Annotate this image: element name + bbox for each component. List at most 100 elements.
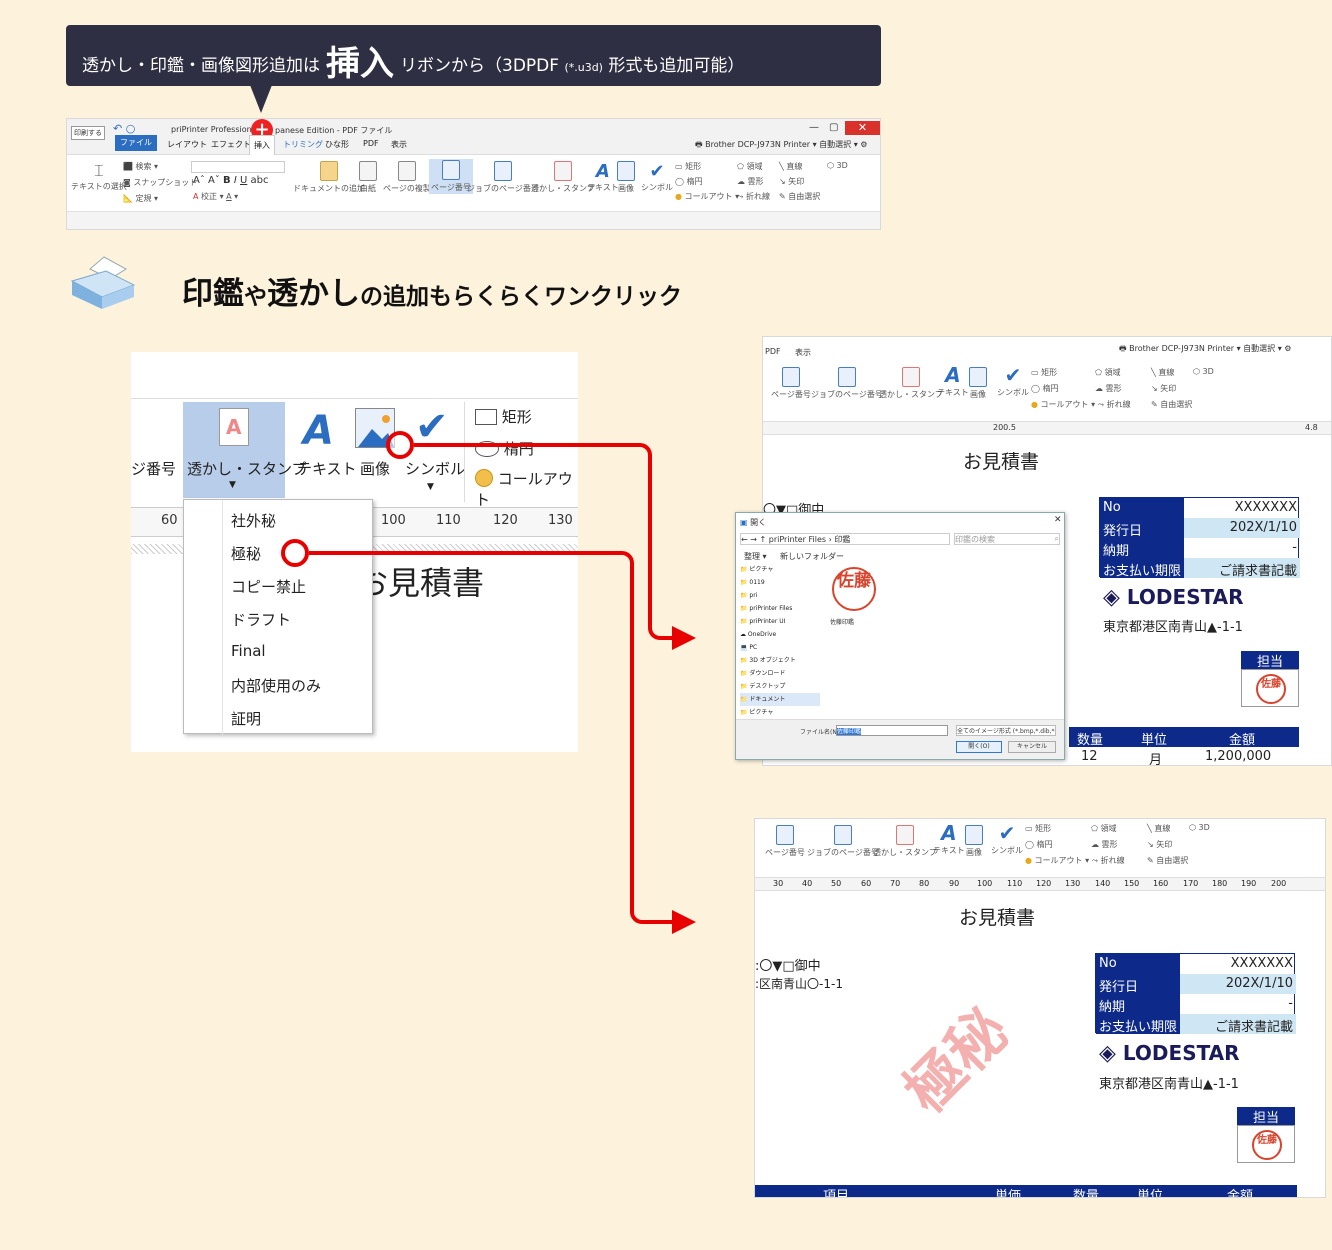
area-button[interactable]: ⬠ 領域 [1091, 824, 1117, 833]
tab-view[interactable]: 表示 [391, 140, 407, 149]
page-number-button[interactable]: ページ番号 [765, 825, 805, 858]
area-button[interactable]: ⬠ 領域 [737, 162, 763, 171]
tree-item[interactable]: 📁 ドキュメント [740, 693, 820, 706]
tree-item[interactable]: 📁 ピクチャ [740, 709, 774, 716]
undo-icon[interactable]: ↶ ○ [113, 122, 136, 135]
menu-item-final[interactable]: Final [231, 642, 266, 660]
tab-insert[interactable]: 挿入 [249, 135, 275, 155]
symbol-button[interactable]: ✔シンボル [641, 161, 673, 192]
minimize-icon[interactable]: — [809, 122, 819, 133]
chevron-down-icon[interactable]: ▼ [427, 482, 434, 492]
tree-item[interactable]: 📁 ダウンロード [740, 670, 786, 677]
callout-button[interactable]: ● コールアウト ▾ [675, 192, 740, 201]
cloud-button[interactable]: ☁ 雲形 [1091, 840, 1118, 849]
organize-button[interactable]: 整理 ▾ [744, 552, 767, 561]
symbol-button[interactable]: シンボル [405, 460, 466, 478]
rect-button[interactable]: ▭ 矩形 [1031, 368, 1058, 377]
ellipse-button[interactable]: 楕円 [475, 438, 534, 459]
file-type-select[interactable]: 全てのイメージ形式 (*.bmp,*.dib,* [956, 725, 1056, 736]
tree-item[interactable]: 💻 PC [740, 644, 758, 651]
page-number-button[interactable]: ページ番号 [429, 159, 473, 194]
tab-effect[interactable]: エフェクト [211, 140, 251, 149]
3d-button[interactable]: ⬡ 3D [1193, 367, 1214, 376]
tab-template[interactable]: ひな形 [325, 140, 349, 149]
callout-button[interactable]: コールアウト [475, 469, 573, 509]
rect-button[interactable]: 矩形 [475, 406, 532, 427]
text-button[interactable]: テキスト [297, 460, 357, 478]
close-icon[interactable]: ✕ [845, 121, 880, 135]
arrow-button[interactable]: ↘ 矢印 [1151, 384, 1177, 393]
ruler-button[interactable]: 📐 定規 ▾ [123, 194, 159, 203]
ellipse-button[interactable]: ◯ 楕円 [1031, 384, 1059, 393]
polyline-button[interactable]: ⤳ 折れ線 [737, 192, 770, 201]
callout-button[interactable]: ● コールアウト ▾ ⤳ 折れ線 [1025, 856, 1125, 865]
menu-item-internal[interactable]: 内部使用のみ [231, 677, 322, 695]
tree-item[interactable]: 📁 デスクトップ [740, 683, 786, 690]
menu-item-top-secret[interactable]: 極秘 [231, 545, 262, 563]
symbol-button[interactable]: ✔シンボル [991, 821, 1023, 855]
line-button[interactable]: ╲ 直線 [1151, 368, 1175, 377]
watermark-stamp-button[interactable]: 透かし・スタンプ [879, 367, 943, 400]
image-button[interactable]: 画像 [965, 825, 983, 858]
cloud-button[interactable]: ☁ 雲形 [737, 177, 764, 186]
tab-pdf[interactable]: PDF [363, 139, 379, 148]
cancel-button[interactable]: キャンセル [1008, 741, 1056, 753]
tree-item[interactable]: 📁 priPrinter Files [740, 605, 793, 612]
page-number-label[interactable]: ジ番号 [131, 460, 177, 478]
tree-item[interactable]: 📁 priPrinter UI [740, 618, 786, 625]
watermark-stamp-button[interactable]: 透かし・スタンプ [873, 825, 937, 858]
cloud-button[interactable]: ☁ 雲形 [1095, 384, 1122, 393]
symbol-button[interactable]: ✔シンボル [997, 363, 1029, 397]
printer-select[interactable]: 🖶 Brother DCP-J973N Printer ▾ 自動選択 ▾ ⚙ [1119, 344, 1292, 353]
blank-page-button[interactable]: 白紙 [359, 161, 377, 194]
job-page-number-button[interactable]: ジョブのページ番号 [811, 367, 883, 400]
gear-icon[interactable]: ⚙ [1284, 344, 1292, 353]
image-button[interactable]: 画像 [360, 460, 391, 478]
proof-button[interactable]: A 校正 ▾ A ▾ [193, 192, 239, 201]
line-button[interactable]: ╲ 直線 [779, 162, 803, 171]
ellipse-button[interactable]: ◯ 楕円 [1025, 840, 1053, 849]
area-button[interactable]: ⬠ 領域 [1095, 368, 1121, 377]
dialog-close-icon[interactable]: ✕ [1054, 515, 1062, 525]
font-select[interactable] [191, 161, 285, 173]
menu-item-no-copy[interactable]: コピー禁止 [231, 578, 307, 596]
image-button[interactable]: 画像 [969, 367, 987, 400]
gear-icon[interactable]: ⚙ [860, 140, 868, 149]
menu-item-draft[interactable]: ドラフト [231, 611, 292, 629]
watermark-stamp-button[interactable]: A 透かし・スタンプ ▼ [183, 402, 307, 498]
tree-item[interactable]: ☁ OneDrive [740, 631, 777, 638]
ellipse-button[interactable]: ◯ 楕円 [675, 177, 703, 186]
3d-button[interactable]: ⬡ 3D [1189, 823, 1210, 832]
tab-file[interactable]: ファイル [115, 135, 157, 151]
image-button[interactable]: 画像 [617, 161, 635, 194]
job-page-number-button[interactable]: ジョブのページ番号 [467, 161, 539, 194]
tab-pdf[interactable]: PDF [765, 347, 781, 356]
tab-view[interactable]: 表示 [795, 348, 811, 357]
text-select-group[interactable]: ⌶テキストの選択 [71, 161, 127, 191]
tree-item[interactable]: 📁 ピクチャ [740, 566, 774, 573]
new-folder-button[interactable]: 新しいフォルダー [780, 552, 844, 561]
free-select-button[interactable]: ✎ 自由選択 [779, 192, 821, 201]
job-page-number-button[interactable]: ジョブのページ番号 [807, 825, 879, 858]
page-number-button[interactable]: ページ番号 [771, 367, 811, 400]
free-select-button[interactable]: ✎ 自由選択 [1147, 856, 1189, 865]
menu-item-confidential[interactable]: 社外秘 [231, 512, 277, 530]
filename-input[interactable]: 佐藤印鑑 [836, 725, 948, 736]
duplicate-page-button[interactable]: ページの複製 [383, 161, 431, 194]
search-button[interactable]: ⬛ 検索 ▾ [123, 162, 159, 171]
tree-item[interactable]: 📁 3D オブジェクト [740, 657, 796, 664]
tree-item[interactable]: 📁 pri [740, 592, 758, 599]
printer-select[interactable]: 🖶 Brother DCP-J973N Printer ▾ 自動選択 ▾ ⚙ [695, 140, 868, 149]
line-button[interactable]: ╲ 直線 [1147, 824, 1171, 833]
arrow-button[interactable]: ↘ 矢印 [779, 177, 805, 186]
maximize-icon[interactable]: ▢ [829, 122, 839, 133]
open-button[interactable]: 開く(O) [956, 741, 1002, 753]
free-select-button[interactable]: ✎ 自由選択 [1151, 400, 1193, 409]
tab-layout[interactable]: レイアウト [167, 140, 207, 149]
path-bar[interactable]: ← → ↑ priPrinter Files › 印鑑 [740, 533, 950, 545]
tab-trimming[interactable]: トリミング [283, 140, 323, 149]
snapshot-button[interactable]: ◙ スナップショット [123, 178, 198, 187]
